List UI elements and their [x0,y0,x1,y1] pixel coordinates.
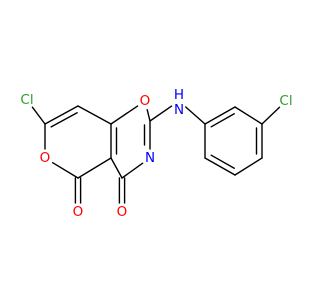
atom-label-cl1: Cl [20,92,33,108]
bond-nh-a1 [185,106,206,125]
bond-c2-nh [149,105,173,122]
bond-cl1-c7 [31,106,46,125]
bond-a4-a5 [234,157,263,176]
atom-label-o6: O [40,150,51,166]
bond-c7-c8-inner [50,112,78,128]
bond-a1-a2 [204,106,236,125]
atom-label-o5: O [73,204,84,220]
bond-c7-c8 [44,105,79,125]
atom-label-n3: N [145,150,155,166]
bond-c8-c8a [77,105,112,125]
bond-a5-a6-inner [210,154,235,169]
bond-c4-c4a [110,157,123,179]
bond-c8a-o1 [110,105,139,125]
atom-label-cl2: Cl [279,93,292,109]
bond-o1-c2 [146,109,151,122]
bond-a3-cl2 [261,106,281,125]
atom-label-nh-h: H [174,87,184,103]
bond-a1-a2-inner [210,113,235,128]
bond-c4a-c5 [77,157,112,179]
bonds-layer [31,105,281,204]
bond-n3-c4 [121,162,144,179]
bond-a5-a6 [204,157,236,176]
atom-label-nh-n: N [174,102,184,118]
atom-label-o1: O [140,93,151,109]
bond-a2-a3 [234,106,263,125]
bond-c5-o6 [51,161,79,179]
atom-label-o4: O [117,204,128,220]
